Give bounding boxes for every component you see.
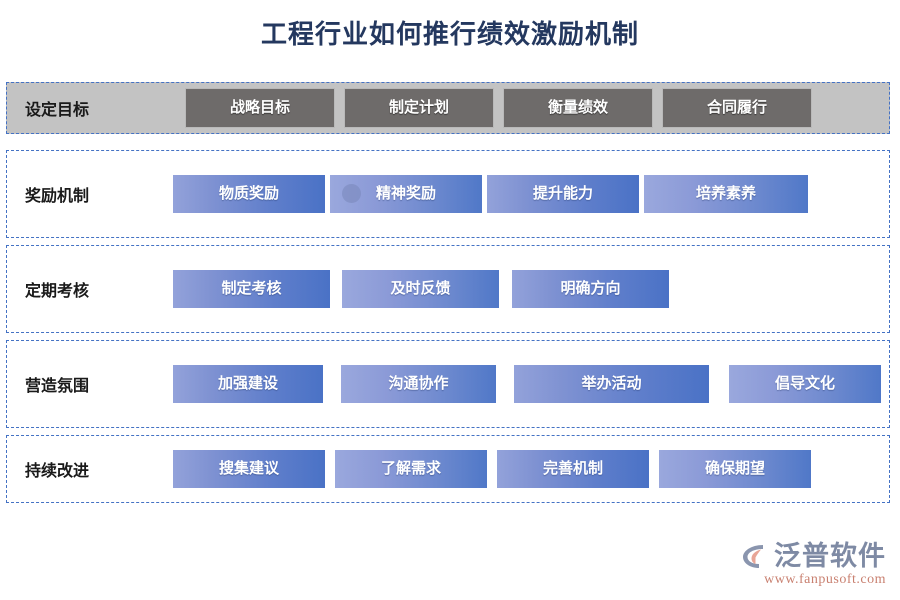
stage-item-box[interactable]: 及时反馈 bbox=[342, 270, 499, 308]
stage-item-box[interactable]: 衡量绩效 bbox=[503, 88, 653, 128]
stage-row-label: 奖励机制 bbox=[25, 188, 90, 205]
stage-box-group: 搜集建议 了解需求 完善机制 确保期望 bbox=[163, 436, 889, 502]
brand-logo: 泛普软件 www.fanpusoft.com bbox=[740, 541, 886, 588]
stage-item-box[interactable]: 提升能力 bbox=[487, 175, 639, 213]
stage-item-box[interactable]: 物质奖励 bbox=[173, 175, 325, 213]
stage-item-label: 衡量绩效 bbox=[547, 99, 608, 116]
stage-item-label: 倡导文化 bbox=[774, 375, 835, 392]
stage-item-label: 搜集建议 bbox=[218, 460, 279, 477]
stage-item-label: 明确方向 bbox=[560, 280, 621, 297]
stage-item-label: 培养素养 bbox=[695, 185, 756, 202]
stage-row-label: 营造氛围 bbox=[25, 378, 90, 395]
stage-item-label: 提升能力 bbox=[532, 185, 593, 202]
stage-row: 定期考核 制定考核 及时反馈 明确方向 bbox=[6, 245, 890, 333]
stage-row: 奖励机制 物质奖励 精神奖励 提升能力 培养素养 bbox=[6, 150, 890, 238]
logo-brand-name: 泛普软件 bbox=[774, 541, 886, 571]
stage-row: 设定目标 战略目标 制定计划 衡量绩效 合同履行 bbox=[6, 82, 890, 134]
stage-item-label: 战略目标 bbox=[229, 99, 290, 116]
watermark-artifact-icon bbox=[342, 184, 361, 203]
stage-row-label: 持续改进 bbox=[25, 463, 90, 480]
stage-item-box[interactable]: 举办活动 bbox=[514, 365, 709, 403]
stage-item-label: 制定计划 bbox=[388, 99, 449, 116]
stage-item-box[interactable]: 明确方向 bbox=[512, 270, 669, 308]
stage-item-box[interactable]: 战略目标 bbox=[185, 88, 335, 128]
stage-item-box[interactable]: 加强建设 bbox=[173, 365, 323, 403]
stage-box-group: 物质奖励 精神奖励 提升能力 培养素养 bbox=[163, 151, 889, 237]
stage-item-label: 加强建设 bbox=[217, 375, 278, 392]
fanpu-logo-icon bbox=[740, 541, 770, 571]
stage-item-label: 沟通协作 bbox=[388, 375, 449, 392]
logo-website-url: www.fanpusoft.com bbox=[764, 572, 886, 587]
stage-item-label: 完善机制 bbox=[542, 460, 603, 477]
stage-box-group: 加强建设 沟通协作 举办活动 倡导文化 bbox=[163, 341, 889, 427]
stage-box-group: 战略目标 制定计划 衡量绩效 合同履行 bbox=[163, 83, 889, 133]
stage-item-box[interactable]: 确保期望 bbox=[659, 450, 811, 488]
stage-item-box[interactable]: 制定计划 bbox=[344, 88, 494, 128]
stage-item-label: 举办活动 bbox=[581, 375, 642, 392]
stage-item-box[interactable]: 培养素养 bbox=[644, 175, 808, 213]
stage-item-label: 及时反馈 bbox=[390, 280, 451, 297]
stage-item-box[interactable]: 倡导文化 bbox=[729, 365, 881, 403]
stage-item-box[interactable]: 沟通协作 bbox=[341, 365, 496, 403]
stage-item-box[interactable]: 了解需求 bbox=[335, 450, 487, 488]
stage-item-label: 了解需求 bbox=[380, 460, 441, 477]
page-title: 工程行业如何推行绩效激励机制 bbox=[260, 19, 639, 49]
stage-item-box[interactable]: 完善机制 bbox=[497, 450, 649, 488]
stage-item-box[interactable]: 合同履行 bbox=[662, 88, 812, 128]
logo-top: 泛普软件 bbox=[740, 541, 886, 571]
stage-item-box[interactable]: 搜集建议 bbox=[173, 450, 325, 488]
stage-item-box[interactable]: 精神奖励 bbox=[330, 175, 482, 213]
stage-item-box[interactable]: 制定考核 bbox=[173, 270, 330, 308]
stage-item-label: 合同履行 bbox=[706, 99, 767, 116]
stage-item-label: 物质奖励 bbox=[218, 185, 279, 202]
stage-item-label: 制定考核 bbox=[221, 280, 282, 297]
stage-row: 持续改进 搜集建议 了解需求 完善机制 确保期望 bbox=[6, 435, 890, 503]
stage-item-label: 确保期望 bbox=[704, 460, 765, 477]
stage-row-label: 设定目标 bbox=[25, 102, 90, 119]
stage-item-label: 精神奖励 bbox=[375, 185, 436, 202]
stage-row-label: 定期考核 bbox=[25, 283, 90, 300]
stage-row: 营造氛围 加强建设 沟通协作 举办活动 倡导文化 bbox=[6, 340, 890, 428]
stage-box-group: 制定考核 及时反馈 明确方向 bbox=[163, 246, 889, 332]
